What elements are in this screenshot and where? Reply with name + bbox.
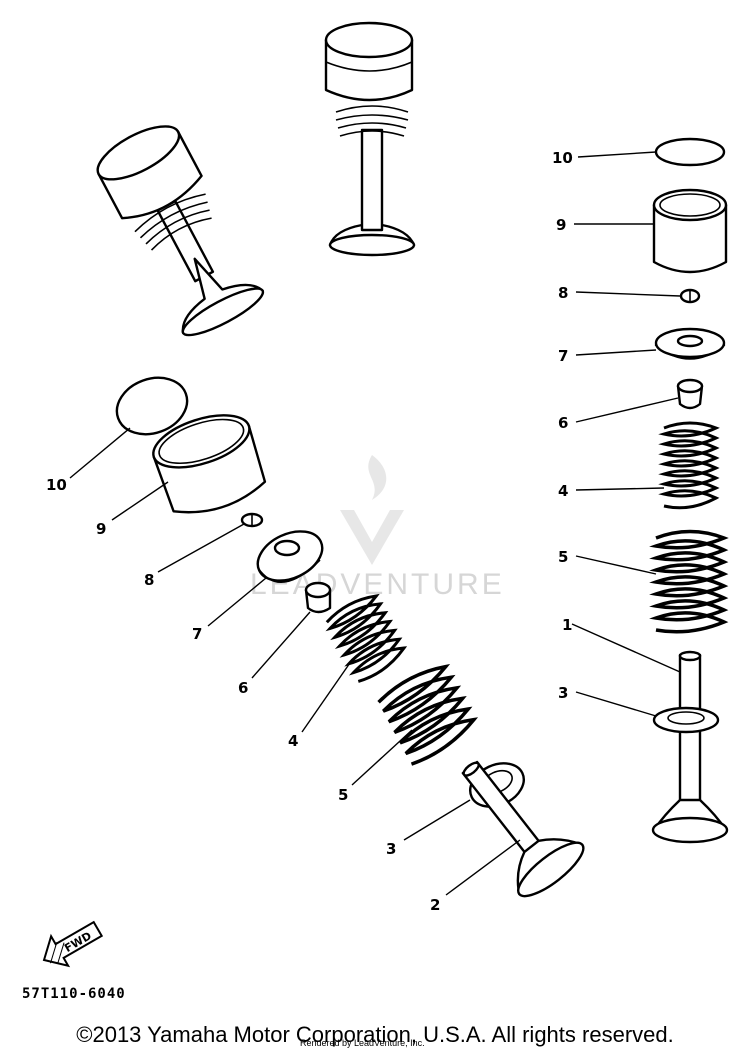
valve-shim-left	[115, 376, 189, 436]
watermark-logo	[340, 455, 404, 565]
left-exploded-parts	[115, 376, 585, 898]
assembled-valve-top-center	[324, 21, 416, 257]
callout-3-right: 3	[558, 684, 568, 702]
callout-6-right: 6	[558, 414, 568, 432]
callout-7-right: 7	[558, 347, 568, 365]
valve-shim-right	[654, 137, 726, 167]
callout-6-left: 6	[238, 679, 248, 697]
valve-right	[651, 650, 729, 844]
callout-4-left: 4	[288, 732, 298, 750]
valve-lifter-left	[152, 414, 267, 514]
drawing-number: 57T110-6040	[22, 986, 126, 1002]
valve-cotter-right	[679, 288, 701, 304]
valve-lifter-right	[652, 188, 728, 274]
callout-8-right: 8	[558, 284, 568, 302]
spring-retainer-left	[256, 530, 324, 583]
leader-lines	[69, 151, 681, 896]
outer-spring-left	[377, 664, 479, 766]
stem-seal-right	[676, 378, 704, 410]
callout-4-right: 4	[558, 482, 568, 500]
callout-3-left: 3	[386, 840, 396, 858]
right-exploded-parts	[649, 137, 729, 844]
callout-8-left: 8	[144, 571, 154, 589]
valve-exploded-diagram: LEADVENTURE	[42, 21, 729, 968]
outer-spring-right	[649, 529, 729, 634]
valve-left	[461, 760, 585, 898]
inner-spring-right	[658, 421, 720, 510]
callout-10-left: 10	[46, 476, 67, 494]
callout-2-left: 2	[430, 896, 440, 914]
callout-5-right: 5	[558, 548, 568, 566]
callout-10-right: 10	[552, 149, 573, 167]
callout-9-left: 9	[96, 520, 106, 538]
inner-spring-left	[325, 593, 408, 683]
fwd-arrow-icon: FWD	[42, 920, 104, 968]
rendered-by-notice: Rendered by LeadVenture, Inc.	[300, 1038, 425, 1048]
stem-seal-left	[304, 581, 332, 614]
assembled-valve-top-left	[96, 125, 265, 337]
callouts-left: 10 9 8 7 6 4 5 3 2	[46, 476, 440, 914]
callout-5-left: 5	[338, 786, 348, 804]
copyright-notice: ©2013 Yamaha Motor Corporation, U.S.A. A…	[76, 1022, 674, 1047]
callout-9-right: 9	[556, 216, 566, 234]
callout-1-right: 1	[562, 616, 572, 634]
spring-retainer-right	[654, 327, 726, 360]
callout-7-left: 7	[192, 625, 202, 643]
callouts-right: 10 9 8 7 6 4 5 1 3	[552, 149, 573, 702]
